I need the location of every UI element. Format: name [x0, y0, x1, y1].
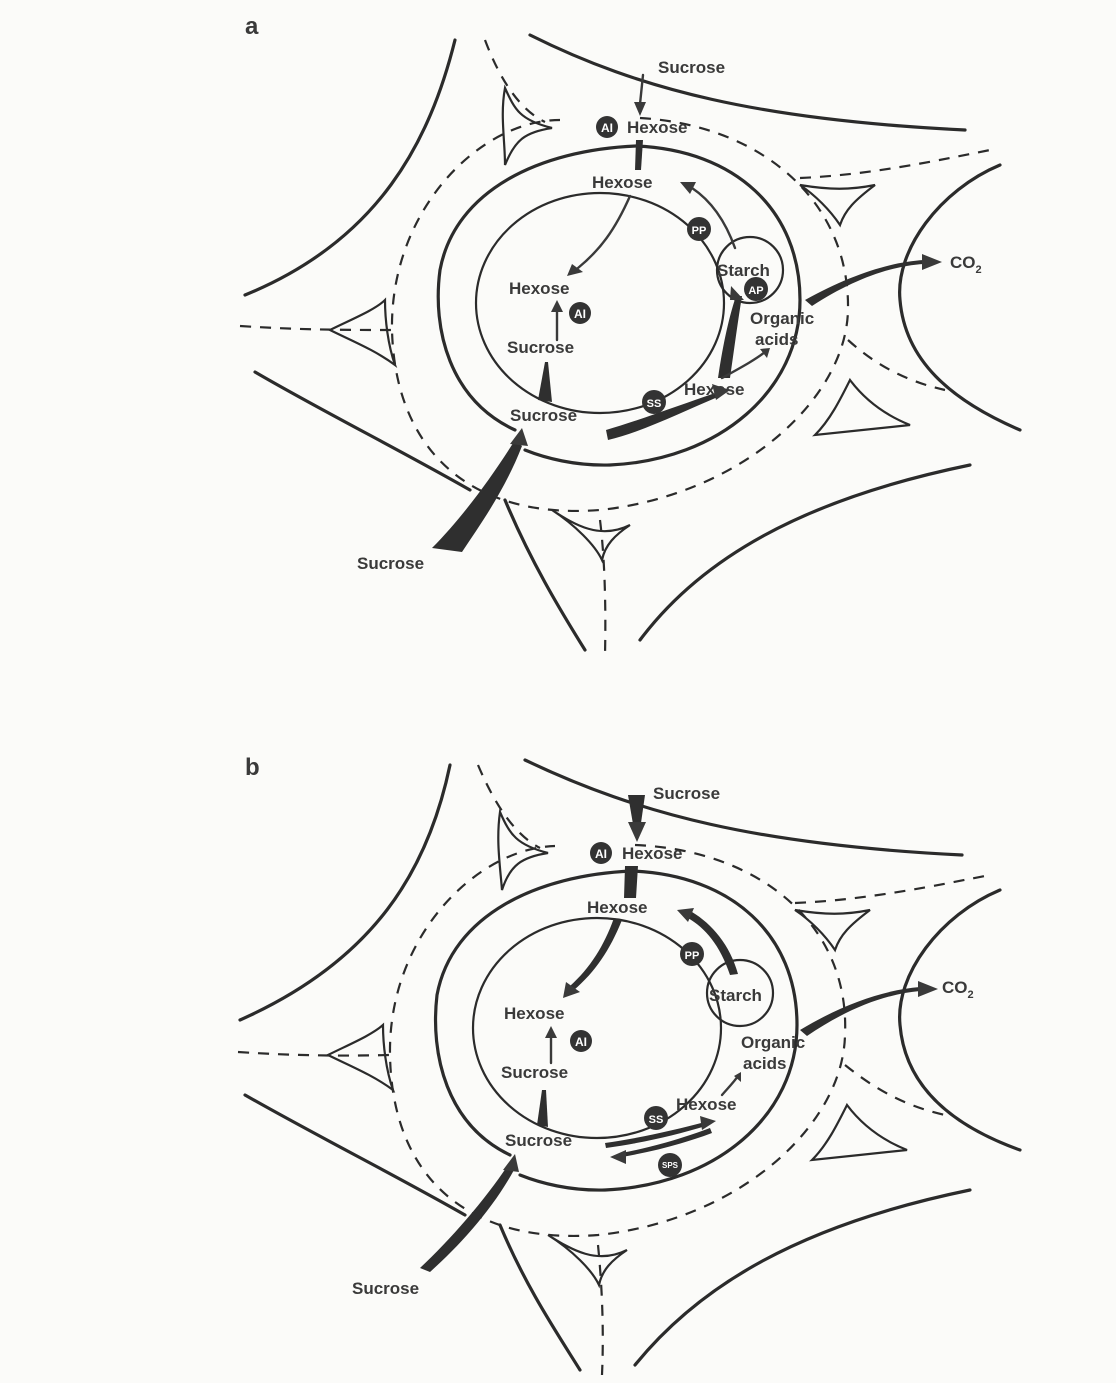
svg-text:AI: AI	[595, 847, 607, 861]
label-hexose-vacuole: Hexose	[509, 279, 569, 298]
enzyme-badge-ai-vacuole: AI	[569, 302, 591, 324]
panel-a-labels: Sucrose Hexose Hexose Hexose Sucrose Suc…	[357, 58, 982, 573]
svg-text:PP: PP	[685, 950, 700, 962]
air-space	[497, 807, 549, 891]
label-acids: acids	[743, 1054, 786, 1073]
panel-b-cell-walls	[237, 758, 1022, 1376]
label-hexose-cytosol: Hexose	[587, 898, 647, 917]
label-sucrose-cytosol: Sucrose	[510, 406, 577, 425]
wall-upper-right	[528, 33, 967, 132]
wall-lower-right	[633, 1188, 972, 1367]
enzyme-badge-ai-wall: AI	[590, 842, 612, 864]
panel-b-enzymes: AI AI PP SS SPS	[570, 842, 704, 1177]
air-space	[325, 1022, 396, 1094]
air-space	[547, 1234, 628, 1289]
wall-right-cell	[898, 888, 1022, 1152]
panel-b-central-cell	[433, 869, 799, 1192]
panel-a: a	[239, 13, 1022, 656]
amyloplast	[705, 958, 775, 1028]
wall-upper-left	[243, 38, 457, 297]
panel-a-letter: a	[245, 13, 259, 40]
panel-a-enzymes: AI AI PP AP SS	[569, 116, 768, 414]
panel-b-letter: b	[245, 754, 260, 781]
vacuole	[474, 191, 726, 415]
panel-b-fluxes	[420, 795, 938, 1272]
label-sucrose-vacuole: Sucrose	[501, 1063, 568, 1082]
air-space	[327, 297, 398, 369]
plasma-membrane	[433, 869, 799, 1192]
wall-upper-left	[238, 763, 452, 1022]
vacuole	[471, 916, 723, 1140]
label-starch: Starch	[717, 261, 770, 280]
panel-a-fluxes	[432, 73, 942, 552]
enzyme-badge-pp: PP	[687, 217, 711, 241]
wall-lower-left	[253, 370, 472, 492]
air-space	[799, 183, 876, 228]
svg-text:PP: PP	[692, 225, 707, 237]
wall-right-cell	[898, 163, 1022, 432]
wall-lower-left	[243, 1093, 467, 1217]
wall-upper-right	[523, 758, 964, 857]
middle-lamella	[390, 116, 850, 513]
enzyme-badge-ss: SS	[644, 1106, 668, 1130]
air-space	[812, 377, 911, 437]
svg-text:SPS: SPS	[662, 1161, 679, 1170]
wall-lower-mid	[498, 1223, 582, 1372]
enzyme-badge-ai-wall: AI	[596, 116, 618, 138]
label-starch: Starch	[709, 986, 762, 1005]
enzyme-badge-pp: PP	[680, 942, 704, 966]
svg-text:SS: SS	[647, 398, 662, 410]
wall-lower-mid	[503, 498, 587, 652]
enzyme-badge-ai-vacuole: AI	[570, 1030, 592, 1052]
svg-text:SS: SS	[649, 1114, 664, 1126]
label-sucrose-vacuole: Sucrose	[507, 338, 574, 357]
label-co2: CO2	[942, 978, 974, 1001]
air-space	[809, 1102, 908, 1162]
label-organic: Organic	[741, 1033, 805, 1052]
label-hexose-vacuole: Hexose	[504, 1004, 564, 1023]
label-hexose-wall: Hexose	[627, 118, 687, 137]
label-sucrose-bottom: Sucrose	[352, 1279, 419, 1298]
label-hexose-cytosol: Hexose	[592, 173, 652, 192]
air-space	[551, 509, 631, 564]
label-sucrose-top: Sucrose	[658, 58, 725, 77]
label-hexose-lower: Hexose	[684, 380, 744, 399]
svg-text:AI: AI	[601, 121, 613, 135]
enzyme-badge-sps: SPS	[658, 1153, 682, 1177]
wall-lower-right	[638, 463, 972, 642]
label-sucrose-bottom: Sucrose	[357, 554, 424, 573]
plasma-membrane	[436, 144, 802, 467]
label-sucrose-top: Sucrose	[653, 784, 720, 803]
svg-text:AP: AP	[748, 285, 763, 297]
svg-text:AI: AI	[575, 1035, 587, 1049]
svg-text:AI: AI	[574, 307, 586, 321]
enzyme-badge-ss: SS	[642, 390, 666, 414]
panel-b-labels: Sucrose Hexose Hexose Hexose Sucrose Suc…	[352, 784, 974, 1298]
label-organic: Organic	[750, 309, 814, 328]
panel-a-central-cell	[436, 144, 802, 467]
enzyme-badge-ap: AP	[744, 277, 768, 301]
label-sucrose-cytosol: Sucrose	[505, 1131, 572, 1150]
air-space	[794, 908, 871, 953]
panel-a-cell-walls	[239, 33, 1022, 656]
middle-lamella	[388, 843, 847, 1238]
label-hexose-lower: Hexose	[676, 1095, 736, 1114]
amyloplast	[715, 235, 785, 305]
air-space	[501, 84, 553, 166]
label-hexose-wall: Hexose	[622, 844, 682, 863]
label-acids: acids	[755, 330, 798, 349]
label-co2: CO2	[950, 253, 982, 276]
panel-b: b	[237, 754, 1022, 1376]
